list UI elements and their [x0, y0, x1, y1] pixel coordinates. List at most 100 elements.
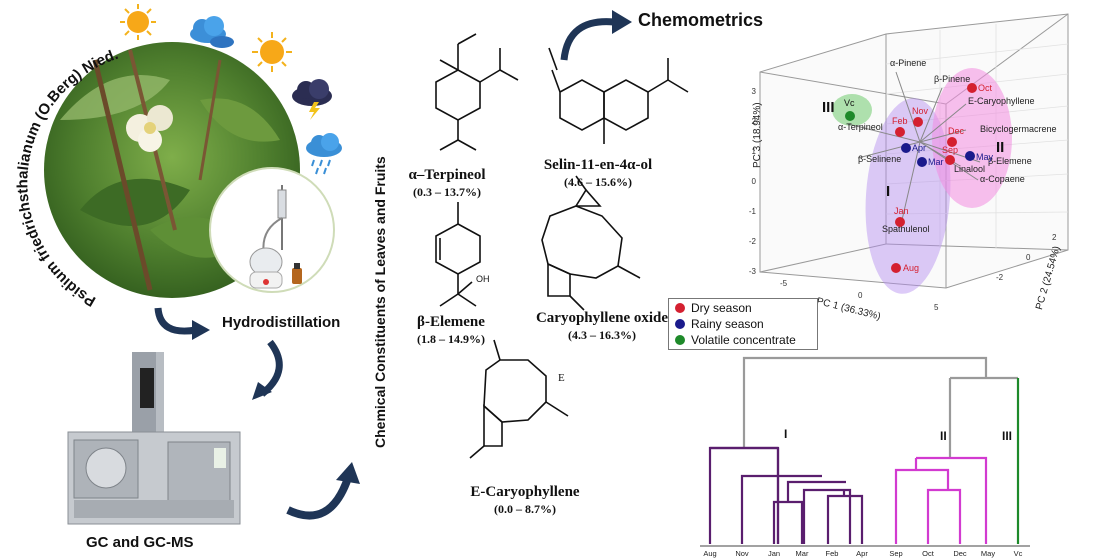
dendrogram: I II III Aug Nov Jan Mar Feb Apr Sep Oct… — [700, 356, 1030, 558]
legend-item-rainy: Rainy season — [675, 317, 764, 331]
leaf-label-apr: Apr — [856, 549, 868, 558]
group-label-i: I — [886, 183, 890, 200]
cloud-icon — [190, 16, 234, 48]
sample-label-mar: Mar — [928, 157, 944, 167]
molecule-structure-2 — [548, 47, 689, 144]
molecule-structure-3 — [435, 202, 481, 307]
loading-label-beta-elemene: β-Elemene — [988, 156, 1032, 166]
molecule-name-3: β-Elemene — [417, 314, 485, 330]
svg-text:3: 3 — [752, 87, 757, 96]
leaf-label-nov: Nov — [735, 549, 749, 558]
loading-label-spathulenol: Spathulenol — [882, 224, 930, 234]
dendrogram-leaf-labels: Aug Nov Jan Mar Feb Apr Sep Oct Dec May … — [703, 549, 1022, 558]
sample-label-feb: Feb — [892, 116, 908, 126]
dendrogram-root — [742, 356, 988, 448]
sample-label-jan: Jan — [894, 206, 909, 216]
svg-text:5: 5 — [934, 303, 939, 312]
loading-label-bicyclogermacrene: Bicyclogermacrene — [980, 124, 1057, 134]
pc1-ticks: -5 0 5 — [780, 279, 939, 312]
svg-text:-2: -2 — [996, 273, 1004, 282]
sample-point-vc — [845, 111, 855, 121]
loading-label-e-caryophyllene: E-Caryophyllene — [968, 96, 1035, 106]
leaf-label-dec: Dec — [953, 549, 967, 558]
sun-icon — [120, 4, 156, 40]
legend-dot-dry — [675, 303, 685, 313]
molecule-name-4: Caryophyllene oxide — [535, 310, 669, 326]
sample-label-nov: Nov — [912, 106, 929, 116]
group-ellipse-ii — [932, 68, 1012, 208]
loading-label-alpha-copaene: α-Copaene — [980, 174, 1025, 184]
leaf-label-sep: Sep — [889, 549, 902, 558]
leaf-label-may: May — [981, 549, 995, 558]
loading-label-linalool: Linalool — [954, 164, 985, 174]
leaf-label-oct: Oct — [922, 549, 935, 558]
svg-text:-3: -3 — [749, 267, 757, 276]
group-label-iii: III — [822, 99, 835, 116]
svg-text:1: 1 — [752, 147, 757, 156]
loading-label-alpha-pinene: α-Pinene — [890, 58, 926, 68]
sample-label-oct: Oct — [978, 83, 993, 93]
dendrogram-cluster-ii — [894, 456, 988, 544]
hydroxyl-label: OH — [476, 274, 490, 284]
chemometrics-arrow — [560, 10, 632, 61]
svg-text:0: 0 — [858, 291, 863, 300]
leaf-label-feb: Feb — [826, 549, 839, 558]
svg-text:-5: -5 — [780, 279, 788, 288]
molecule-name-5: E-Caryophyllene — [470, 484, 580, 500]
loading-labels: α-Pinene β-Pinene E-Caryophyllene Bicycl… — [838, 58, 1057, 234]
sample-point-apr — [901, 143, 911, 153]
flower — [126, 105, 173, 152]
molecule-name-2: Selin-11-en-4α-ol — [543, 157, 653, 173]
pca-3d-plot: α-Pinene β-Pinene E-Caryophyllene Bicycl… — [749, 13, 1069, 312]
sample-label-dec: Dec — [948, 126, 965, 136]
molecule-structure-5 — [469, 339, 569, 459]
hydrodistillation-apparatus-inset — [209, 167, 335, 293]
leaf-label-aug: Aug — [703, 549, 716, 558]
leaf-label-vc: Vc — [1014, 549, 1023, 558]
sample-point-mar — [917, 157, 927, 167]
stereo-e-label: E — [558, 372, 565, 384]
arrow-to-hydrodistillation — [154, 307, 210, 340]
arrow-to-gc — [252, 339, 283, 400]
pca-sample-labels: Oct Nov Feb Dec Sep Jan Aug Apr Mar May … — [844, 83, 994, 273]
legend-item-concentrate: Volatile concentrate — [675, 333, 796, 347]
gc-gcms-label: GC and GC-MS — [86, 534, 194, 551]
legend-item-dry: Dry season — [675, 301, 752, 315]
molecule-range-2: (4.6 – 15.6%) — [564, 175, 632, 189]
sample-point-feb — [895, 127, 905, 137]
sample-point-nov — [913, 117, 923, 127]
pc3-axis-label: PC 3 (18.94%) — [752, 102, 763, 168]
chemical-constituents-title: Chemical Constituents of Leaves and Frui… — [372, 156, 388, 448]
hydrodistillation-label: Hydrodistillation — [222, 314, 341, 331]
sample-label-aug: Aug — [903, 263, 919, 273]
pc3-ticks: 3 2 1 0 -1 -2 -3 — [749, 87, 757, 276]
sample-label-vc: Vc — [844, 98, 855, 108]
pca-legend: Dry season Rainy season Volatile concent… — [668, 298, 818, 350]
legend-dot-concentrate — [675, 335, 685, 345]
leaf-label-mar: Mar — [796, 549, 809, 558]
loading-label-beta-pinene: β-Pinene — [934, 74, 970, 84]
molecule-structure-4 — [541, 175, 641, 311]
left-panel-graphics: Psidium friedrichsthalianum (O.Berg) Nie… — [14, 4, 360, 525]
chemometrics-title: Chemometrics — [638, 10, 764, 30]
svg-text:-2: -2 — [749, 237, 757, 246]
dendrogram-label-iii: III — [1002, 429, 1012, 443]
molecule-range-5: (0.0 – 8.7%) — [494, 502, 556, 516]
sample-label-may: May — [976, 152, 994, 162]
svg-text:-1: -1 — [749, 207, 757, 216]
rain-cloud-icon — [306, 133, 342, 175]
sample-point-sep — [945, 155, 955, 165]
pca-sample-points — [845, 83, 977, 273]
svg-text:2: 2 — [752, 117, 757, 126]
sample-point-may — [965, 151, 975, 161]
svg-text:0: 0 — [1026, 253, 1031, 262]
legend-dot-rainy — [675, 319, 685, 329]
arrow-to-constituents — [286, 462, 360, 520]
gc-ms-instrument — [67, 352, 241, 525]
storm-cloud-icon — [292, 79, 332, 120]
molecule-range-3: (1.8 – 14.9%) — [417, 332, 485, 346]
dendrogram-cluster-i — [708, 446, 864, 544]
dendrogram-label-i: I — [784, 427, 787, 441]
loading-label-alpha-terpineol: α-Terpineol — [838, 122, 883, 132]
molecule-structures: OH — [435, 33, 689, 459]
